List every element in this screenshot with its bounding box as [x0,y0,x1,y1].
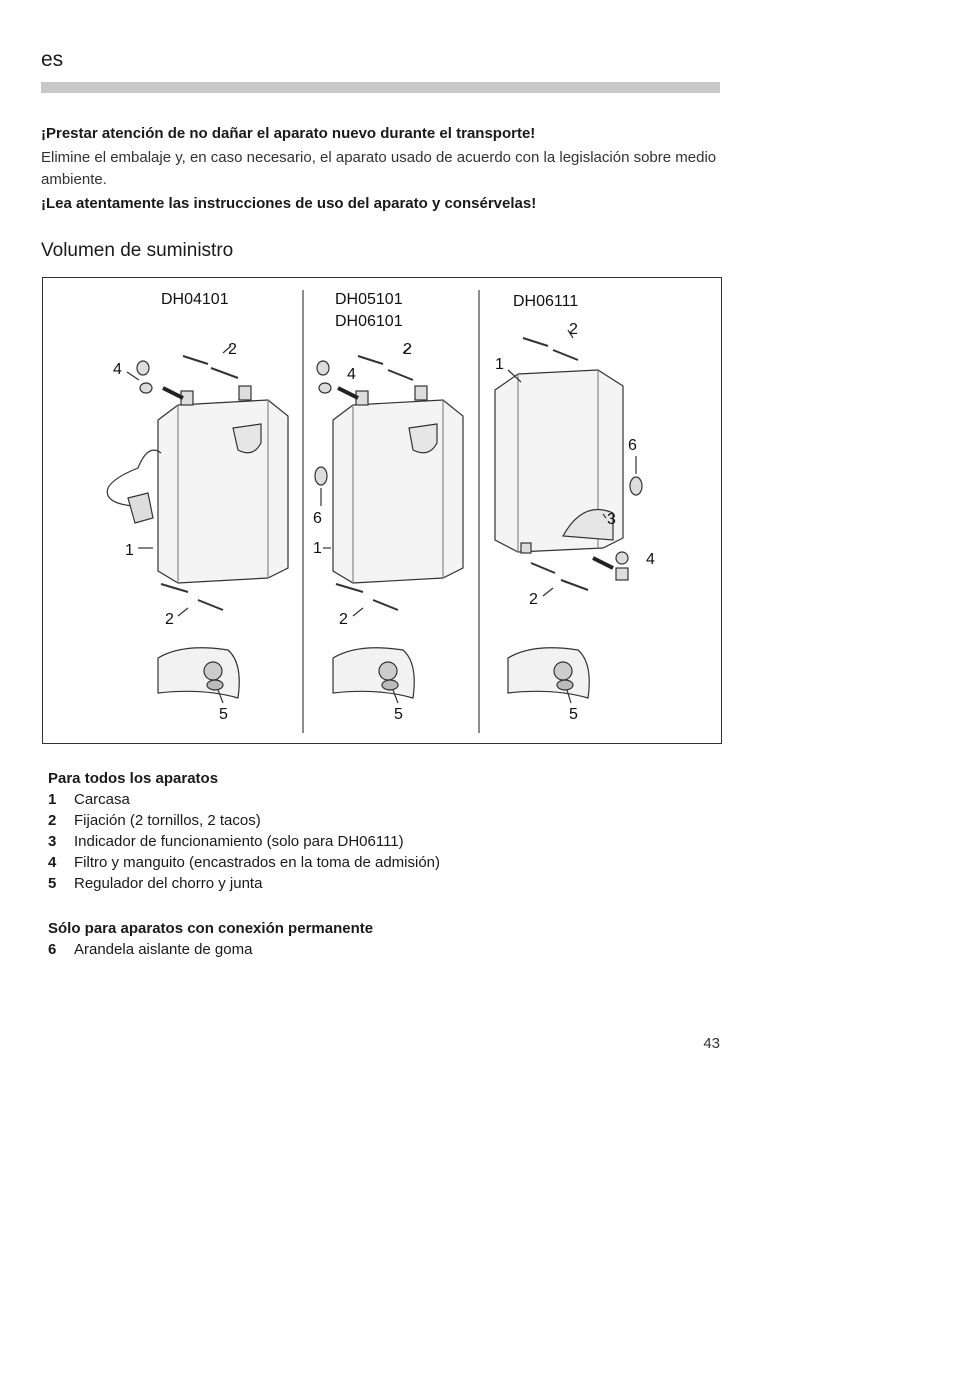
callout-4: 4 [347,366,356,383]
callout-2: 2 [228,341,237,358]
panel-dh05101-dh06101: DH05101 DH06101 4 2 6 1 2 [313,291,464,723]
model-label-3: DH06101 [335,313,403,330]
callout-6: 6 [313,510,322,527]
callout-2: 2 [165,611,174,628]
callout-6: 6 [628,437,637,454]
callout-2: 2 [529,591,538,608]
model-label-1: DH04101 [161,291,229,308]
callout-2: 2 [339,611,348,628]
supply-illustration: DH04101 4 [106,290,655,733]
callout-5: 5 [394,706,403,723]
panel-dh06111: DH06111 2 1 6 3 4 2 5 [494,293,655,723]
legend-title: Sólo para aparatos con conexión permanen… [48,920,374,937]
read-instructions-note: ¡Lea atentamente las instrucciones de us… [41,195,537,212]
callout-4: 4 [113,361,122,378]
callout-1: 1 [495,356,504,373]
legend-title: Para todos los aparatos [48,770,219,787]
transport-warning: ¡Prestar atención de no dañar el aparato… [41,125,536,142]
supply-figure: DH04101 4 [42,277,722,744]
callout-5: 5 [219,706,228,723]
panel-dh04101: DH04101 4 [106,291,289,723]
callout-3: 3 [607,511,616,528]
callout-4: 4 [646,551,655,568]
header-rule [41,82,720,93]
callout-1: 1 [313,540,322,557]
language-code: es [41,48,64,71]
callout-2: 2 [569,321,578,338]
callout-2: 2 [403,341,412,358]
callout-1: 1 [125,542,134,559]
disposal-paragraph: Elimine el embalaje y, en caso necesario… [41,149,717,188]
callout-5: 5 [569,706,578,723]
section-title: Volumen de suministro [41,240,234,261]
model-label-2: DH05101 [335,291,403,308]
page-number: 43 [703,1035,720,1052]
legend-permanent-connection: Sólo para aparatos con conexión permanen… [48,918,373,960]
model-label-4: DH06111 [513,293,578,310]
